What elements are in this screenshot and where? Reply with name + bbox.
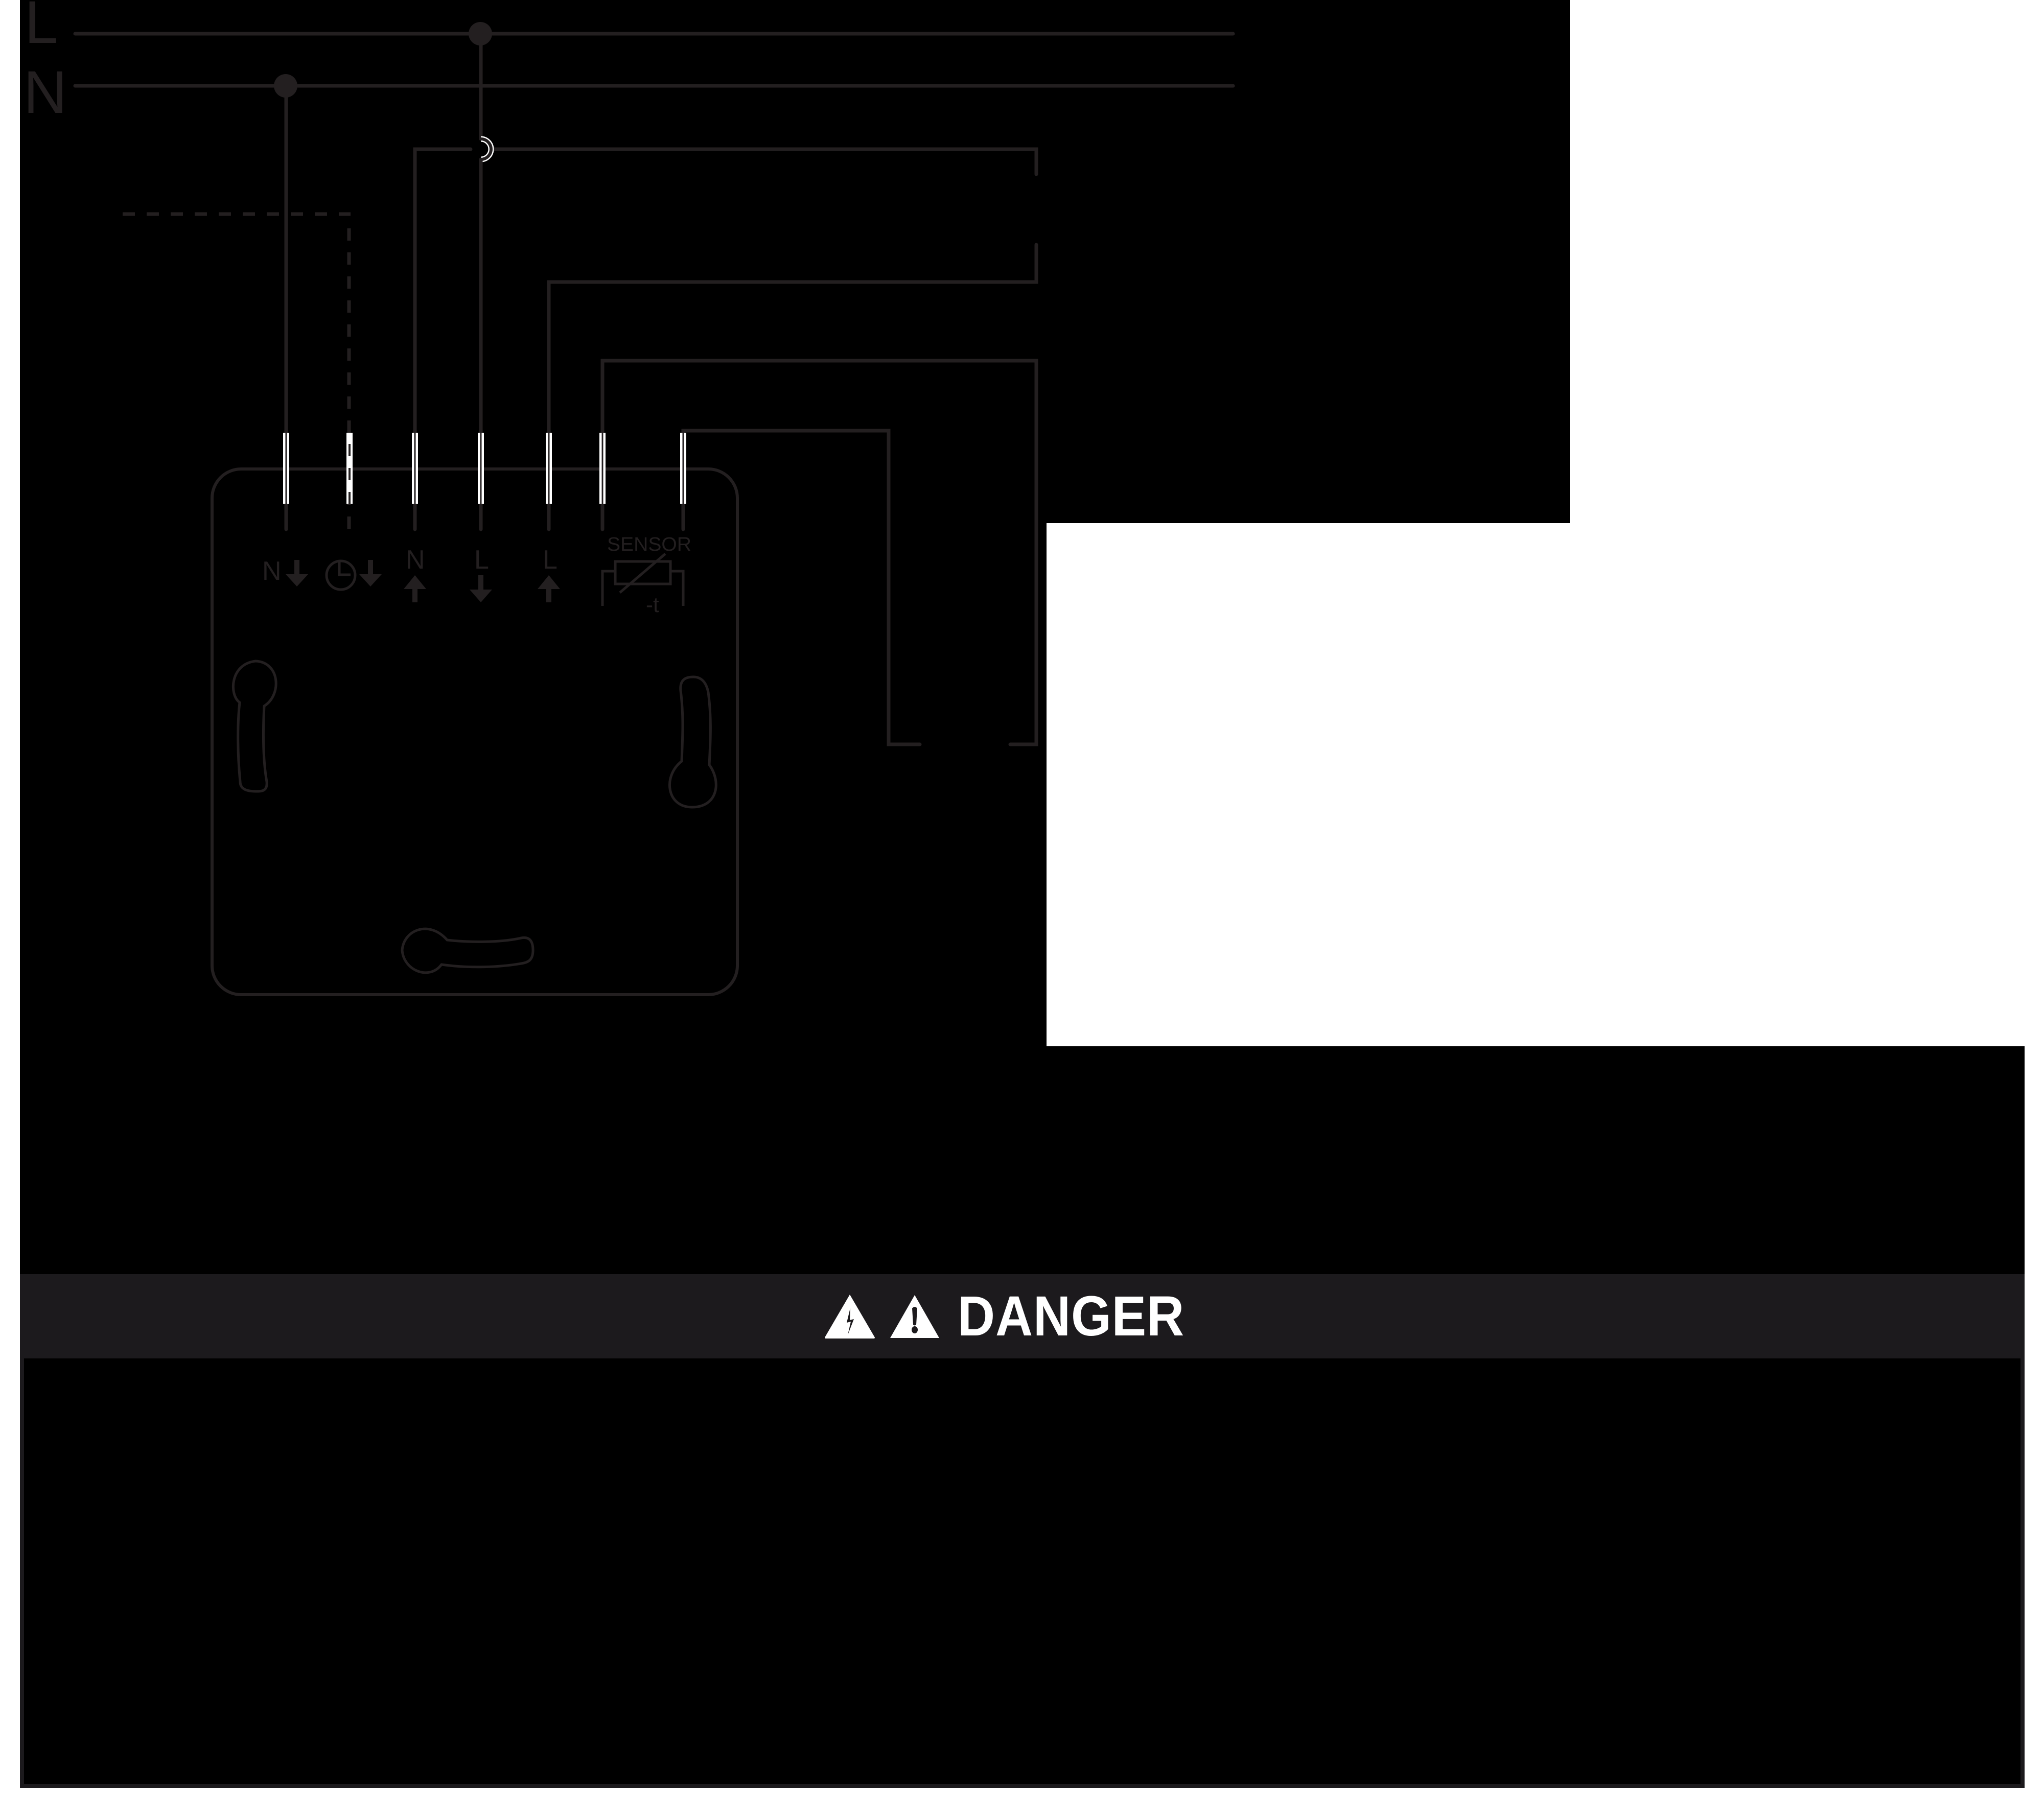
arrow-up-icon (538, 575, 560, 602)
terminal-block (283, 433, 686, 504)
wire-neutral-in-left (413, 147, 473, 531)
arrow-up-icon (404, 575, 426, 602)
mains-line-label: L (25, 0, 58, 56)
danger-banner: DANGER (20, 1274, 2025, 1358)
clock-icon (325, 559, 357, 591)
terminal-5 (546, 433, 552, 504)
arrow-down-icon (286, 560, 308, 586)
wire-sensor-b (681, 429, 922, 746)
blank-panel (1047, 523, 1570, 1046)
arrow-down-icon (359, 560, 382, 586)
terminal-4 (478, 433, 484, 504)
mounting-keyhole-right (668, 675, 717, 809)
wire-line-in (547, 243, 1038, 531)
wire-neutral-in-right (489, 147, 1038, 176)
terminal-1-label: N (262, 556, 282, 586)
sensor-sub-label: -t (646, 593, 659, 617)
wiring-diagram: L N (24, 0, 1235, 996)
thermostat-device-outline (211, 467, 739, 996)
terminal-7 (680, 433, 686, 504)
mains-neutral-label: N (24, 59, 67, 126)
terminal-5-label: L (543, 545, 558, 575)
danger-content-box (20, 1358, 2025, 1788)
terminal-1 (283, 433, 289, 504)
terminal-4-label: L (474, 545, 489, 575)
terminal-3-label: N (406, 545, 425, 575)
mounting-keyhole-left (232, 660, 277, 793)
wire-sensor-a (600, 359, 1038, 746)
diagram-background-lower (20, 1046, 2025, 1274)
electric-shock-warning-icon (824, 1294, 876, 1340)
danger-title: DANGER (958, 1284, 1185, 1348)
diagram-background-middle (20, 523, 1047, 1046)
arrow-down-icon (470, 575, 492, 602)
general-warning-icon (889, 1294, 940, 1339)
terminal-2 (346, 433, 353, 504)
sensor-label: SENSOR (607, 534, 691, 555)
mounting-keyhole-bottom (401, 927, 535, 974)
thermistor-icon (601, 553, 685, 606)
terminal-3 (412, 433, 418, 504)
crossover-hop-icon (480, 137, 493, 161)
terminal-6 (599, 433, 606, 504)
